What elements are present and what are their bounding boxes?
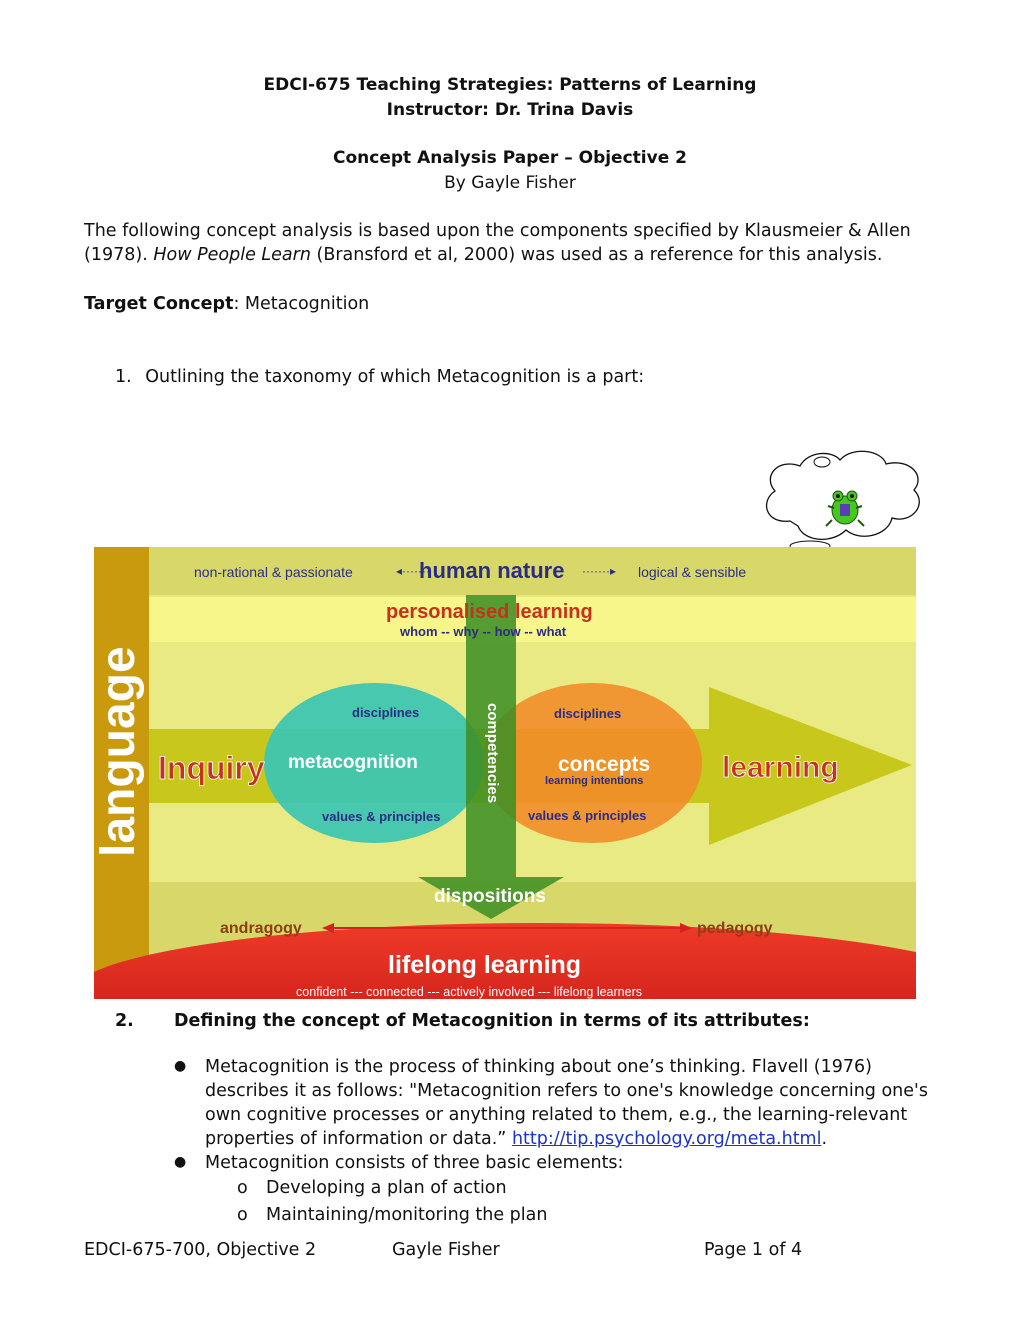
- competencies-arrow: [418, 595, 564, 919]
- whom-label: whom -- why -- how -- what: [399, 624, 567, 639]
- human-nature-label: human nature: [419, 558, 564, 583]
- learning-intentions-label: learning intentions: [545, 775, 643, 787]
- sub-bullet-marker-2: o: [237, 1205, 248, 1225]
- competencies-label: competencies: [484, 703, 501, 803]
- section2-heading: Defining the concept of Metacognition in…: [174, 1011, 810, 1031]
- target-label: Target Concept: [84, 294, 234, 314]
- disciplines-right-label: disciplines: [554, 706, 621, 721]
- disciplines-left-label: disciplines: [352, 705, 419, 720]
- left-arrow-glyph: ◂·······: [396, 564, 430, 578]
- target-concept: Target Concept: Metacognition: [84, 292, 369, 316]
- frog-icon: [825, 490, 865, 527]
- paper-title: Concept Analysis Paper – Objective 2: [333, 148, 687, 168]
- sub-bullet-1: Developing a plan of action: [266, 1178, 507, 1198]
- learning-framework-diagram: language non-rational & passionate ◂····…: [94, 547, 916, 1005]
- right-arrow-glyph: ·······▸: [582, 564, 616, 578]
- confident-label: confident --- connected --- actively inv…: [296, 985, 642, 999]
- instructor-line: Instructor: Dr. Trina Davis: [386, 100, 634, 120]
- bullet-1: Metacognition is the process of thinking…: [205, 1055, 935, 1151]
- intro-text-2: (Bransford et al, 2000) was used as a re…: [310, 245, 883, 265]
- bullet-dot-2: ●: [174, 1154, 187, 1170]
- sub-bullet-marker-1: o: [237, 1178, 248, 1198]
- metacognition-ellipse: [264, 683, 484, 843]
- bullet-2: Metacognition consists of three basic el…: [205, 1153, 624, 1173]
- inquiry-label: Inquiry: [158, 750, 265, 786]
- section1-number: 1.: [115, 367, 132, 387]
- intro-text-1: The following concept analysis is based …: [84, 221, 911, 265]
- section2-number: 2.: [115, 1011, 134, 1031]
- footer-page: Page 1 of 4: [704, 1240, 803, 1260]
- psychology-link[interactable]: http://tip.psychology.org/meta.html: [511, 1129, 822, 1149]
- language-bar: [94, 547, 149, 1005]
- frog-thought-bubble-icon: [766, 450, 920, 550]
- metacognition-label: metacognition: [288, 752, 418, 773]
- personalised-band: [149, 597, 916, 642]
- values-right-label: values & principles: [528, 808, 647, 823]
- footer-left: EDCI-675-700, Objective 2: [84, 1240, 317, 1260]
- section1-item: 1. Outlining the taxonomy of which Metac…: [115, 365, 644, 389]
- concepts-label: concepts: [558, 753, 650, 776]
- language-label: language: [94, 646, 145, 857]
- personalised-label: personalised learning: [386, 601, 593, 623]
- section1-text: Outlining the taxonomy of which Metacogn…: [145, 367, 645, 387]
- logical-label: logical & sensible: [638, 564, 746, 580]
- bullet-dot-1: ●: [174, 1058, 187, 1074]
- footer-middle: Gayle Fisher: [392, 1240, 500, 1260]
- concepts-ellipse: [482, 683, 702, 843]
- non-rational-label: non-rational & passionate: [194, 564, 353, 580]
- bullet-1-text: Metacognition is the process of thinking…: [205, 1057, 928, 1149]
- byline: By Gayle Fisher: [444, 173, 576, 193]
- book-title: How People Learn: [153, 245, 311, 265]
- dispositions-label: dispositions: [434, 886, 546, 907]
- human-nature-band: [149, 547, 916, 595]
- bullet-1-end: .: [821, 1129, 828, 1149]
- values-left-label: values & principles: [322, 809, 441, 824]
- lifelong-learning-ellipse: [94, 923, 916, 1005]
- pedagogy-label: pedagogy: [697, 920, 773, 937]
- target-colon: :: [233, 294, 245, 314]
- intro-paragraph: The following concept analysis is based …: [84, 219, 934, 267]
- learning-label: learning: [722, 751, 839, 784]
- andragogy-label: andragogy: [220, 920, 302, 937]
- target-value: Metacognition: [244, 294, 370, 314]
- sub-bullet-2: Maintaining/monitoring the plan: [266, 1205, 548, 1225]
- lifelong-learning-label: lifelong learning: [388, 951, 581, 979]
- course-title: EDCI-675 Teaching Strategies: Patterns o…: [263, 75, 757, 95]
